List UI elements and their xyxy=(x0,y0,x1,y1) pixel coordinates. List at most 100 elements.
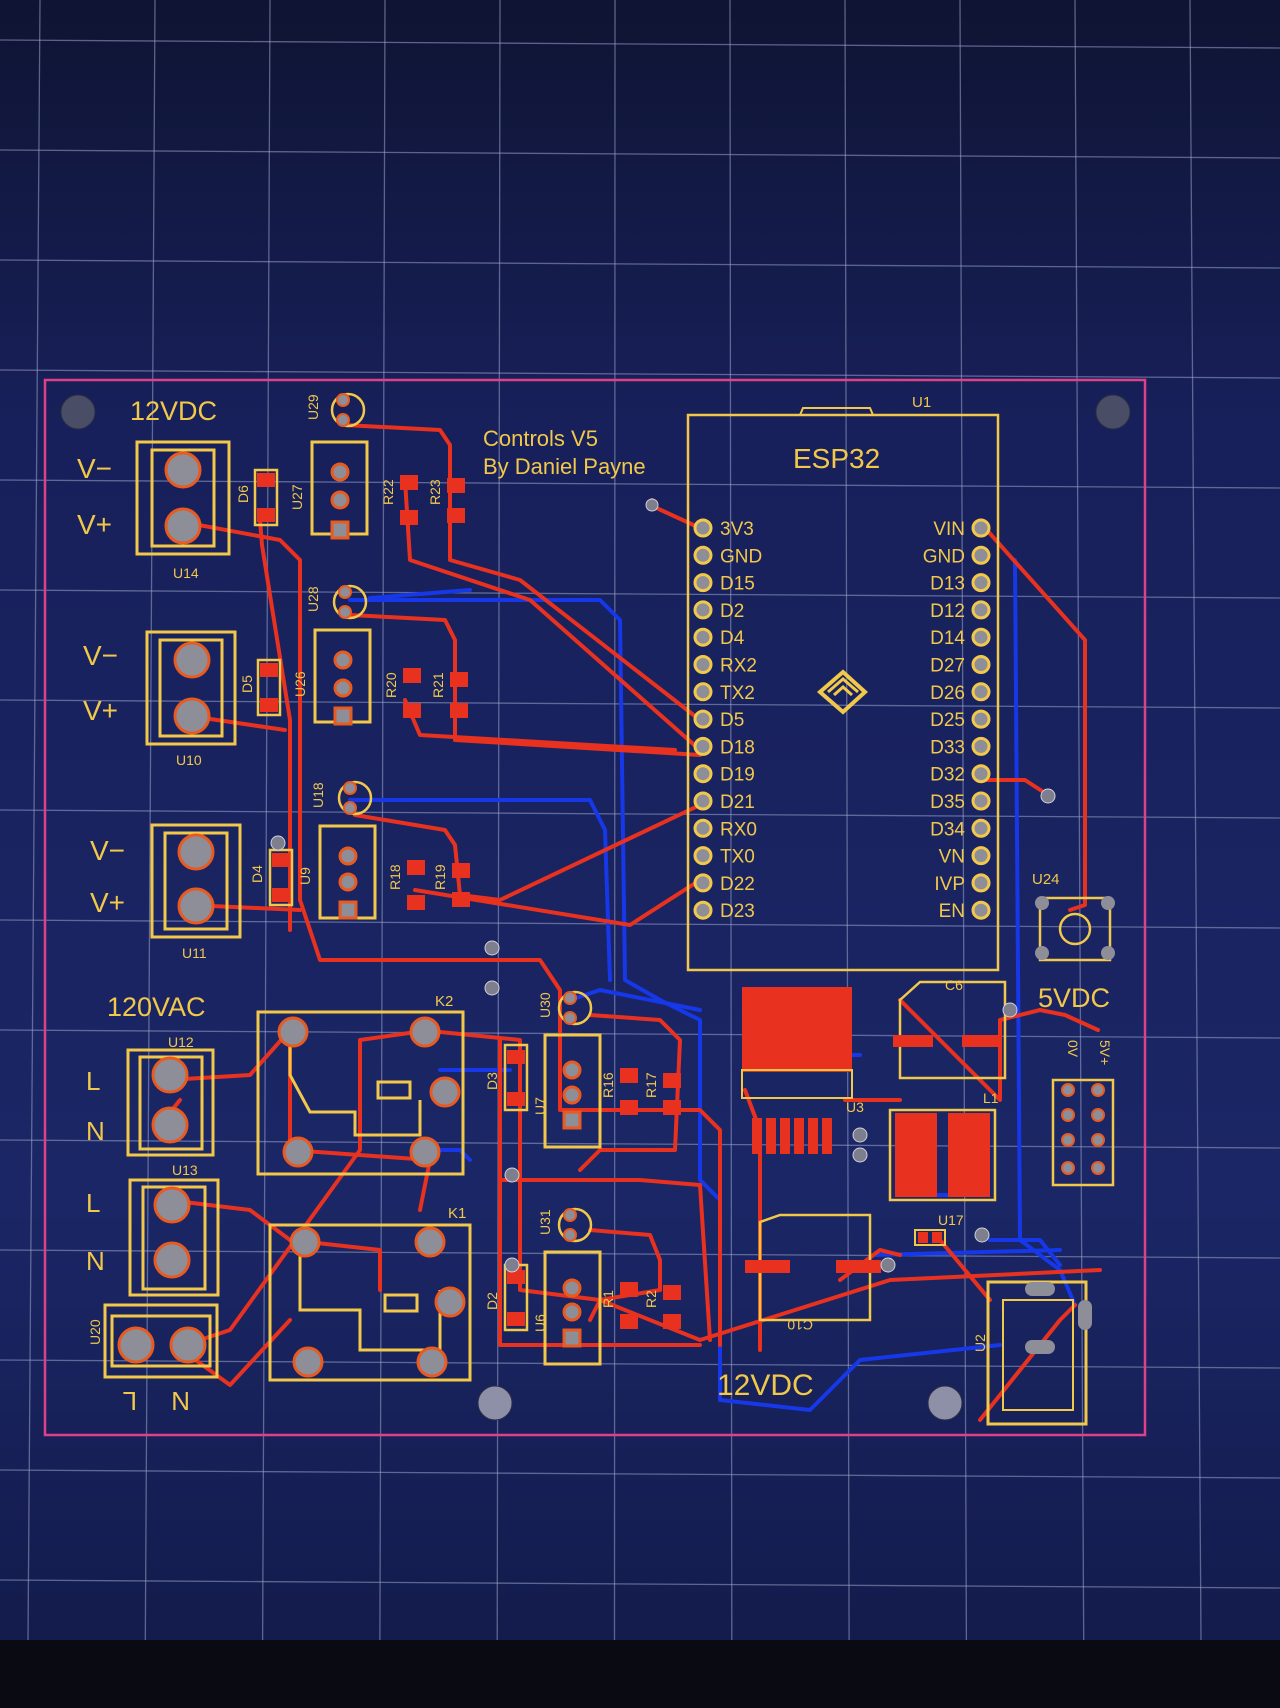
inductor-l1[interactable]: L1 xyxy=(888,1090,999,1202)
buck-regulator[interactable]: U3 xyxy=(741,987,864,1154)
svg-text:N: N xyxy=(86,1246,105,1276)
grid-line-h xyxy=(0,149,1280,159)
svg-text:5V+: 5V+ xyxy=(1097,1040,1113,1065)
esp32-pin-pad xyxy=(693,545,713,565)
grid-line-h xyxy=(0,369,1280,379)
svg-text:U11: U11 xyxy=(182,945,207,961)
esp32-pin-pad xyxy=(693,873,713,893)
grid-line-v xyxy=(496,0,501,1640)
esp32-pin-pad xyxy=(971,818,991,838)
esp32-pin-label: D5 xyxy=(720,710,744,731)
esp32-pin-label: RX2 xyxy=(720,656,757,677)
grid-line-h xyxy=(0,39,1280,49)
resistor-pads[interactable] xyxy=(400,475,681,1329)
svg-text:U24: U24 xyxy=(1032,871,1060,888)
esp32-pin-label: D14 xyxy=(930,628,965,649)
mounting-holes xyxy=(60,394,1131,1421)
svg-text:U3: U3 xyxy=(846,1099,864,1115)
svg-text:V−: V− xyxy=(77,453,112,484)
led-footprints[interactable] xyxy=(330,392,593,1243)
vias xyxy=(270,498,1056,1273)
svg-text:U20: U20 xyxy=(87,1319,103,1345)
label-5vdc: 5VDC xyxy=(1038,983,1110,1013)
monitor-bezel xyxy=(0,1640,1280,1708)
capacitor-c10[interactable]: C10 xyxy=(745,1213,881,1333)
svg-text:K1: K1 xyxy=(448,1205,466,1222)
dc-jack-u2[interactable]: U2 xyxy=(972,1280,1092,1426)
board-author: By Daniel Payne xyxy=(483,454,646,479)
svg-text:V+: V+ xyxy=(77,509,112,540)
relays[interactable] xyxy=(256,1010,472,1382)
svg-text:L: L xyxy=(86,1066,100,1096)
esp32-pin-pad xyxy=(693,846,713,866)
esp32-pin-label: D22 xyxy=(720,874,755,895)
diode-pads xyxy=(257,473,525,1326)
svg-text:U9: U9 xyxy=(297,867,313,885)
esp32-pin-pad xyxy=(971,655,991,674)
svg-text:U14: U14 xyxy=(173,565,199,581)
esp32-left-pin-header: 3V3GNDD15D2D4RX2TX2D5D18D19D21RX0TX0D22D… xyxy=(693,518,762,922)
esp32-pin-label: D33 xyxy=(930,737,965,758)
esp32-pin-label: D15 xyxy=(720,574,755,595)
terminal-refs: U14 U10 U11 U12 U13 U20 xyxy=(87,565,207,1345)
esp32-pin-pad xyxy=(971,900,991,920)
svg-text:U29: U29 xyxy=(305,394,321,420)
esp32-pin-label: D25 xyxy=(930,710,965,731)
svg-text:U17: U17 xyxy=(938,1212,964,1228)
pushbutton-u24[interactable]: U24 xyxy=(1032,871,1115,962)
grid-line-h xyxy=(0,809,1280,819)
esp32-pin-pad xyxy=(971,627,991,647)
svg-text:R17: R17 xyxy=(643,1072,659,1098)
capacitor-c6[interactable]: C6 xyxy=(893,977,1007,1080)
esp32-pin-label: TX0 xyxy=(720,847,755,868)
svg-text:U18: U18 xyxy=(310,782,326,808)
esp32-pin-pad xyxy=(693,682,713,702)
esp32-pin-pad xyxy=(693,518,713,538)
transistor-pads xyxy=(330,462,582,1348)
svg-text:R23: R23 xyxy=(427,479,443,505)
esp32-pin-label: VIN xyxy=(933,519,965,540)
svg-text:D6: D6 xyxy=(235,485,251,503)
svg-text:R2: R2 xyxy=(643,1290,659,1308)
grid-line-h xyxy=(0,1469,1280,1479)
svg-text:N: N xyxy=(86,1116,105,1146)
grid-line-h xyxy=(0,1579,1280,1589)
esp32-pin-pad xyxy=(693,736,713,756)
esp32-pin-pad xyxy=(971,764,991,784)
esp32-pin-pad xyxy=(971,600,991,620)
esp32-pin-label: GND xyxy=(923,546,965,567)
grid-line-h xyxy=(0,1249,1280,1259)
terminal-blocks[interactable] xyxy=(103,440,242,1379)
esp32-pin-pad xyxy=(693,600,713,620)
esp32-pin-pad xyxy=(693,655,713,674)
grid-line-h xyxy=(0,1029,1280,1039)
svg-text:U31: U31 xyxy=(537,1209,553,1235)
svg-text:U2: U2 xyxy=(972,1334,988,1352)
esp32-pin-label: VN xyxy=(939,847,965,868)
svg-text:U12: U12 xyxy=(168,1034,194,1050)
esp32-pin-pad xyxy=(971,736,991,756)
svg-text:L: L xyxy=(86,1188,100,1218)
esp32-pin-pad xyxy=(971,545,991,565)
esp32-pin-pad xyxy=(693,900,713,920)
esp32-pin-label: RX0 xyxy=(720,819,757,840)
grid-line-v xyxy=(1189,0,1202,1640)
esp32-pin-label: IVP xyxy=(934,874,965,895)
power-header[interactable]: 0V 5V+ xyxy=(1051,1040,1115,1187)
pcb-canvas[interactable]: U1 ESP32 3V3GNDD15D2D4RX2TX2D5D18D19D21R… xyxy=(0,0,1280,1640)
svg-text:R16: R16 xyxy=(600,1072,616,1098)
diode-u17[interactable]: U17 xyxy=(914,1212,964,1246)
grid-line-v xyxy=(261,0,271,1640)
svg-text:0V: 0V xyxy=(1065,1040,1081,1058)
grid-line-h xyxy=(0,259,1280,269)
svg-text:R22: R22 xyxy=(380,479,396,505)
esp32-pin-pad xyxy=(693,791,713,811)
relay-pads xyxy=(277,1016,466,1378)
svg-text:V+: V+ xyxy=(90,887,125,918)
esp32-pin-pad xyxy=(693,627,713,647)
esp32-module[interactable]: U1 ESP32 3V3GNDD15D2D4RX2TX2D5D18D19D21R… xyxy=(686,394,1000,972)
esp32-pin-label: D23 xyxy=(720,901,755,922)
esp32-pin-label: D18 xyxy=(720,737,755,758)
svg-text:D5: D5 xyxy=(239,675,255,693)
esp32-pin-label: D35 xyxy=(930,792,965,813)
